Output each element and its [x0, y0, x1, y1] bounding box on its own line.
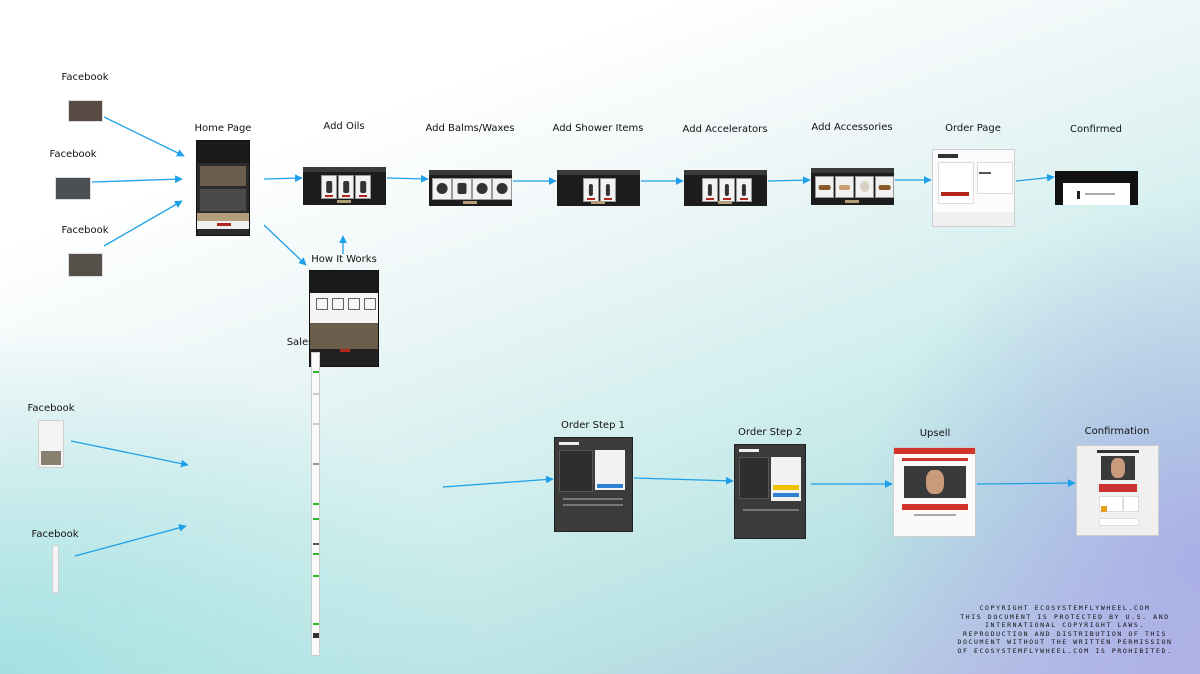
label-add-accessories: Add Accessories	[811, 122, 893, 133]
label-facebook-4: Facebook	[27, 403, 75, 414]
confirmed-thumbnail	[1055, 171, 1138, 205]
label-add-shower: Add Shower Items	[552, 123, 644, 134]
label-confirmed: Confirmed	[1070, 124, 1122, 135]
arrow-order-to-confirmed	[1015, 173, 1055, 182]
upsell-thumbnail	[893, 447, 976, 537]
label-how-it-works: How It Works	[311, 254, 377, 265]
arrow-fb3-to-home	[103, 200, 183, 247]
add-oils-thumbnail	[303, 167, 386, 205]
label-upsell: Upsell	[919, 428, 951, 439]
facebook-ad-thumbnail-3	[68, 253, 103, 277]
order-step-2-thumbnail	[734, 444, 806, 539]
label-add-oils: Add Oils	[323, 121, 365, 132]
label-facebook-1: Facebook	[61, 72, 109, 83]
label-facebook-3: Facebook	[61, 225, 109, 236]
arrow-upsell-to-confirmation	[976, 479, 1076, 487]
arrow-fb4-to-sales	[70, 440, 189, 468]
label-add-balms: Add Balms/Waxes	[425, 123, 515, 134]
arrow-fb2-to-home	[91, 175, 183, 184]
order-page-thumbnail	[932, 149, 1015, 227]
facebook-ad-thumbnail-1	[68, 100, 103, 122]
arrow-oils-to-balms	[386, 174, 429, 183]
copyright-notice: COPYRIGHT ECOSYSTEMFLYWHEEL.COM THIS DOC…	[957, 604, 1173, 655]
label-facebook-2: Facebook	[49, 149, 97, 160]
order-step-1-thumbnail	[554, 437, 633, 532]
label-confirmation: Confirmation	[1084, 426, 1150, 437]
home-page-thumbnail	[196, 140, 250, 236]
sales-page-thumbnail	[311, 352, 320, 656]
arrow-accelerators-to-accessories	[767, 176, 811, 185]
arrow-fb5-to-sales	[74, 524, 187, 557]
arrow-home-to-oils	[263, 174, 303, 183]
how-it-works-thumbnail	[309, 270, 379, 367]
arrow-sales-to-step1	[442, 475, 554, 488]
label-order-step-1: Order Step 1	[561, 420, 625, 431]
label-add-accelerators: Add Accelerators	[682, 124, 768, 135]
label-order-page: Order Page	[945, 123, 1001, 134]
add-accelerators-thumbnail	[684, 170, 767, 206]
label-home-page: Home Page	[194, 123, 252, 134]
facebook-ad-thumbnail-5	[52, 545, 59, 593]
label-sales: Sales	[286, 337, 314, 348]
arrow-home-to-how	[263, 224, 307, 266]
arrow-step1-to-step2	[633, 476, 734, 485]
add-balms-thumbnail	[429, 170, 512, 206]
add-accessories-thumbnail	[811, 168, 894, 205]
facebook-ad-thumbnail-4	[38, 420, 64, 468]
add-shower-items-thumbnail	[557, 170, 640, 206]
facebook-ad-thumbnail-2	[55, 177, 91, 200]
confirmation-thumbnail	[1076, 445, 1159, 536]
label-facebook-5: Facebook	[31, 529, 79, 540]
arrow-fb1-to-home	[103, 116, 185, 157]
label-order-step-2: Order Step 2	[738, 427, 802, 438]
